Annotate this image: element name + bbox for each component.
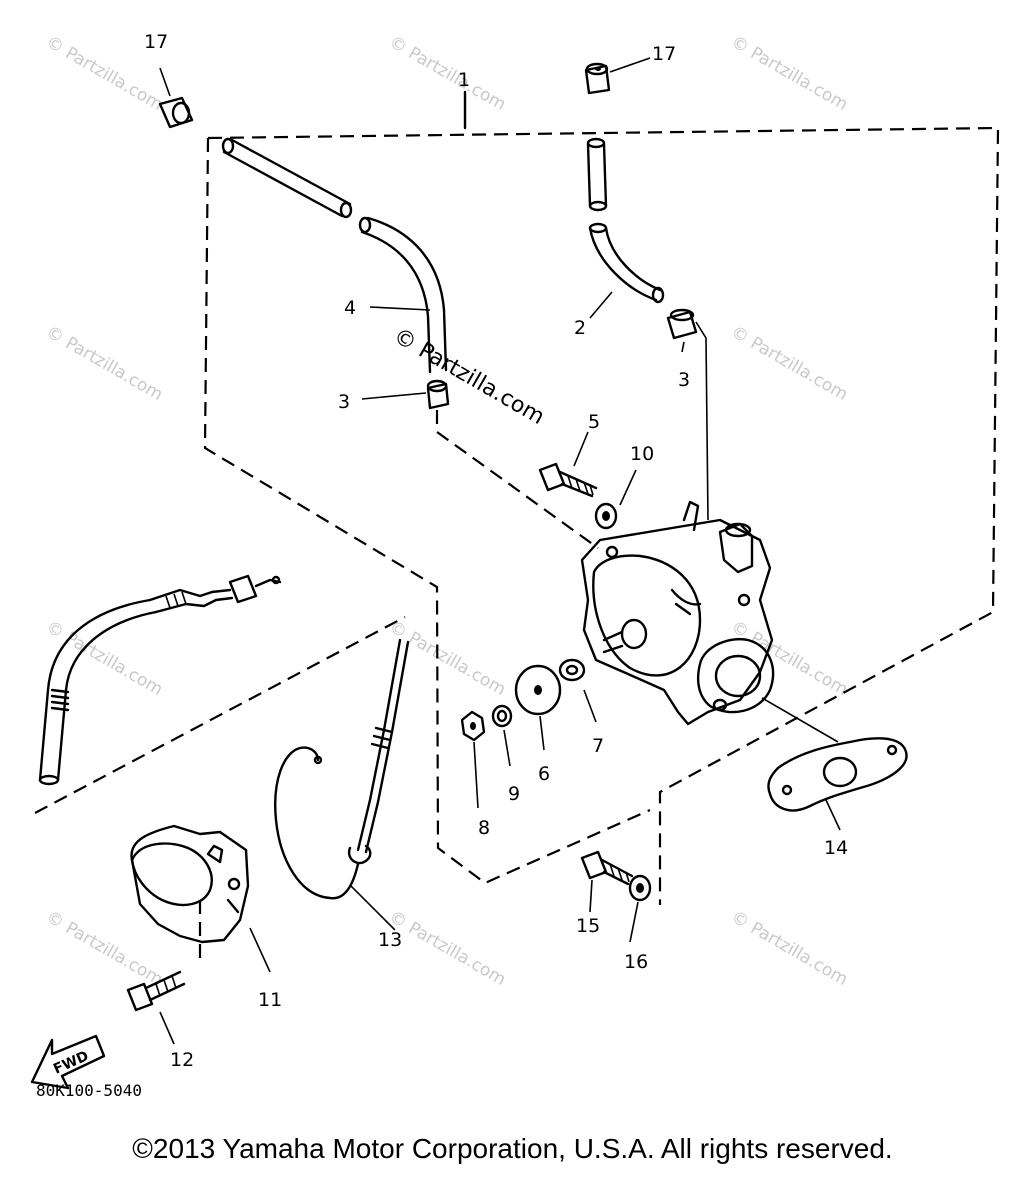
- cover-part-11: [130, 824, 271, 973]
- watermark: © Partzilla.com: [43, 617, 167, 700]
- boundary-lower: [203, 137, 651, 885]
- clamp-part-3: [361, 379, 599, 549]
- plate-part-6: [514, 664, 562, 751]
- part-label-3: 3: [678, 369, 690, 391]
- watermark: © Partzilla.com: [728, 322, 852, 405]
- washer-part-16: [628, 874, 652, 943]
- watermark-center: © Partzilla.com: [389, 324, 549, 431]
- part-label-17: 17: [652, 43, 676, 65]
- part-label-12: 12: [170, 1049, 194, 1071]
- part-label-16: 16: [624, 951, 648, 973]
- washer-part-7: [558, 658, 597, 723]
- bolt-part-5: [538, 431, 598, 498]
- watermark: © Partzilla.com: [43, 322, 167, 405]
- part-label-2: 2: [574, 317, 586, 339]
- part-label-14: 14: [824, 837, 848, 859]
- hose-part-2: [586, 137, 665, 319]
- bolt-part-15: [580, 850, 634, 913]
- watermark: © Partzilla.com: [43, 907, 167, 990]
- hose-part-4: [221, 137, 448, 374]
- part-label-8: 8: [478, 817, 490, 839]
- screw-part-12: [126, 970, 186, 1045]
- watermark: © Partzilla.com: [386, 32, 510, 115]
- nut-part-8: [460, 710, 486, 809]
- part-label-9: 9: [508, 783, 520, 805]
- oil-pump-body: [580, 500, 839, 743]
- gasket-part-14: [767, 737, 908, 831]
- watermark: © Partzilla.com: [728, 907, 852, 990]
- part-label-15: 15: [576, 915, 600, 937]
- part-number-labels: 1 2 3 3 4 5 6 7 8 9 10 11 12 13 14 15 16…: [144, 31, 848, 1071]
- part-label-10: 10: [630, 443, 654, 465]
- part-label-17: 17: [144, 31, 168, 53]
- watermark-layer: © Partzilla.com © Partzilla.com © Partzi…: [43, 32, 852, 990]
- copyright-notice: ©2013 Yamaha Motor Corporation, U.S.A. A…: [132, 1133, 893, 1164]
- cap-part-17: [584, 57, 651, 95]
- assembly-boundary: [34, 90, 1000, 905]
- cable-part-13: [274, 638, 410, 931]
- watermark: © Partzilla.com: [386, 907, 510, 990]
- clamp-part-3: [666, 308, 709, 521]
- boundary-cable-area: [34, 616, 406, 814]
- washer-part-10: [594, 469, 637, 530]
- part-label-6: 6: [538, 763, 550, 785]
- part-label-4: 4: [344, 297, 356, 319]
- watermark: © Partzilla.com: [728, 32, 852, 115]
- washer-part-9: [491, 704, 513, 767]
- part-label-13: 13: [378, 929, 402, 951]
- part-label-11: 11: [258, 989, 282, 1011]
- part-label-7: 7: [592, 735, 604, 757]
- drawing-code: 80K100-5040: [36, 1081, 142, 1100]
- throttle-cable: [38, 574, 282, 786]
- cap-part-17: [158, 67, 194, 129]
- part-label-1: 1: [458, 69, 470, 91]
- part-label-3: 3: [338, 391, 350, 413]
- part-label-5: 5: [588, 411, 600, 433]
